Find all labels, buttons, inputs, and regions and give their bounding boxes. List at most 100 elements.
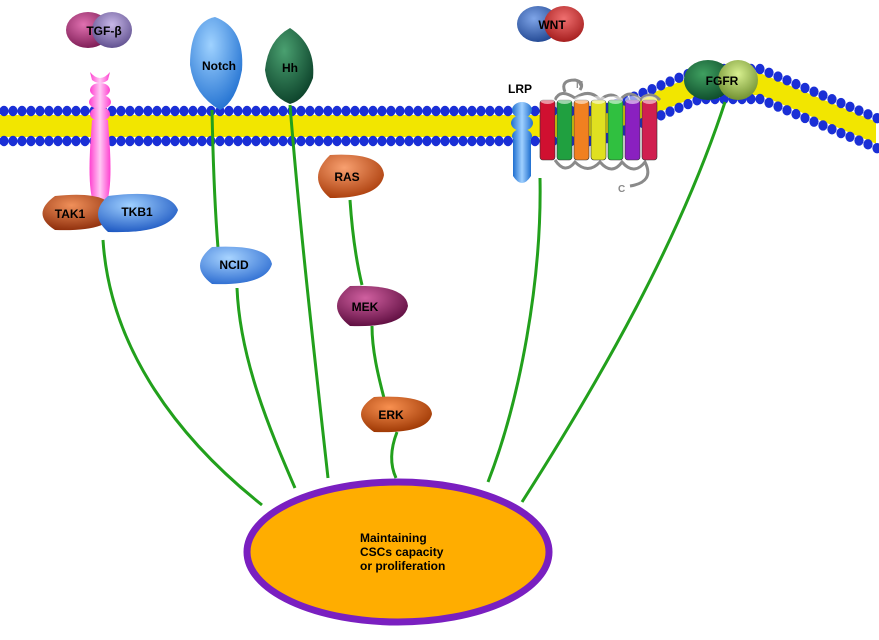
lipid-head xyxy=(0,105,9,117)
lipid-head xyxy=(449,135,459,147)
lipid-head xyxy=(125,135,135,147)
lipid-head xyxy=(350,135,360,147)
lipid-head xyxy=(179,105,189,117)
lipid-head xyxy=(422,135,432,147)
lipid-head xyxy=(530,105,540,117)
erk-label: ERK xyxy=(378,408,404,422)
connector-mek-erk xyxy=(370,325,386,399)
lipid-head xyxy=(386,135,396,147)
lipid-head xyxy=(530,135,540,147)
lipid-head xyxy=(350,105,360,117)
lipid-head xyxy=(296,105,306,117)
lipid-head xyxy=(341,135,351,147)
lipid-head xyxy=(809,116,819,127)
lipid-head xyxy=(35,135,45,147)
lipid-head xyxy=(683,98,693,110)
tm-helix xyxy=(556,99,573,161)
lipid-head xyxy=(197,135,207,147)
lipid-head xyxy=(674,102,684,114)
lipid-head xyxy=(485,105,495,117)
notch-receptor: Notch xyxy=(190,17,243,110)
lipid-head xyxy=(233,105,243,117)
lipid-head xyxy=(44,105,54,117)
lipid-head xyxy=(800,112,810,124)
lipid-head xyxy=(224,135,234,147)
lipid-head xyxy=(476,135,486,147)
lipid-head xyxy=(314,135,324,147)
lipid-head xyxy=(143,105,153,117)
lipid-head xyxy=(332,135,342,147)
lipid-head xyxy=(260,105,270,117)
lipid-head xyxy=(854,105,864,116)
lipid-head xyxy=(269,135,279,147)
tgfb-label: TGF-β xyxy=(86,24,121,38)
tm-helix-top xyxy=(608,96,623,104)
lipid-head xyxy=(215,135,225,147)
c-terminus-label: C xyxy=(618,184,625,195)
lipid-head xyxy=(863,109,873,120)
tm-helix-top xyxy=(540,96,555,104)
lipid-head xyxy=(26,135,36,147)
lipid-head xyxy=(467,135,477,147)
lipid-head xyxy=(278,135,288,147)
lipid-head xyxy=(755,63,765,75)
outcome-line-2: CSCs capacity xyxy=(360,545,444,559)
lipid-head xyxy=(314,105,324,117)
lipid-head xyxy=(458,135,468,147)
lipid-head xyxy=(80,105,90,117)
lipid-head xyxy=(494,105,504,117)
lipid-head xyxy=(260,135,270,147)
lipid-head xyxy=(656,80,666,91)
lipid-head xyxy=(17,105,27,117)
tm-helix xyxy=(590,99,607,161)
lipid-head xyxy=(152,105,162,117)
tak1-node: TAK1 xyxy=(42,194,115,231)
lipid-head xyxy=(296,135,306,147)
tm-helix xyxy=(573,99,590,161)
lipid-head xyxy=(422,105,432,117)
lipid-head xyxy=(854,135,864,146)
lipid-head xyxy=(53,105,63,117)
lipid-head xyxy=(413,105,423,117)
lipid-head xyxy=(845,131,855,142)
lipid-head xyxy=(116,135,126,147)
lipid-head xyxy=(116,105,126,117)
lipid-head xyxy=(665,106,675,117)
lipid-head xyxy=(809,86,819,97)
lipid-head xyxy=(152,135,162,147)
lipid-head xyxy=(341,105,351,117)
lipid-head xyxy=(431,135,441,147)
lipid-head xyxy=(863,139,873,150)
lipid-head xyxy=(404,135,414,147)
ncid-node: NCID xyxy=(200,246,272,285)
frizzled-receptor: N C xyxy=(539,78,662,195)
connector-lrp-center xyxy=(486,177,542,483)
ras-node: RAS xyxy=(318,154,384,198)
tm-helix xyxy=(607,99,624,161)
lipid-head xyxy=(827,94,837,105)
cell-membrane xyxy=(0,63,879,154)
lipid-head xyxy=(818,120,828,131)
lipid-head xyxy=(773,101,783,112)
lipid-head xyxy=(836,127,846,139)
connector-hh-center xyxy=(288,104,330,479)
tkb1-node: TKB1 xyxy=(98,193,178,233)
lipid-head xyxy=(80,135,90,147)
lipid-head xyxy=(269,105,279,117)
lipid-head xyxy=(674,72,684,84)
lipid-head xyxy=(107,135,117,147)
tgfb-receptor xyxy=(89,72,111,205)
lipid-head xyxy=(458,105,468,117)
membrane-tails xyxy=(0,73,876,144)
lipid-head xyxy=(395,135,405,147)
lipid-head xyxy=(71,135,81,147)
lipid-head xyxy=(449,105,459,117)
signal-connectors xyxy=(101,101,727,507)
lipid-head xyxy=(431,105,441,117)
connector-erk-center xyxy=(390,431,399,479)
lipid-head xyxy=(242,135,252,147)
lipid-head xyxy=(872,142,879,154)
lipid-head xyxy=(305,135,315,147)
